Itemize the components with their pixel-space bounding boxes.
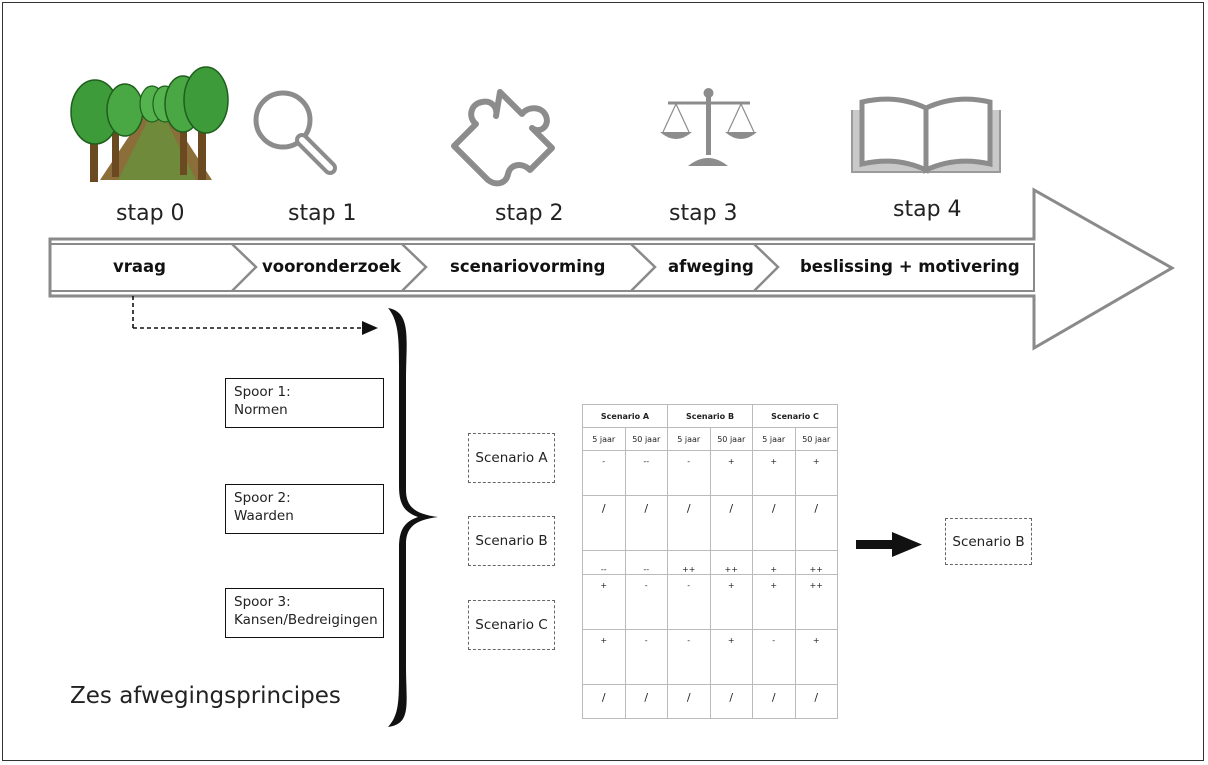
table-cell: / <box>582 684 626 719</box>
track-1-title: Spoor 1: <box>234 384 291 400</box>
phase-label-2: scenariovorming <box>450 257 606 276</box>
step-label-3: stap 3 <box>669 201 738 226</box>
puzzle-piece-icon <box>451 89 555 187</box>
result-box: Scenario B <box>945 518 1032 565</box>
table-cell: / <box>624 495 668 551</box>
track-box-1: Spoor 1: Normen <box>225 378 384 428</box>
balance-scale-icon <box>660 88 757 166</box>
tree-avenue-icon <box>70 66 229 182</box>
result-arrow <box>856 532 922 557</box>
process-arrow <box>48 187 1176 351</box>
step-label-2: stap 2 <box>495 201 564 226</box>
chevron-1 <box>231 243 258 292</box>
table-cell: / <box>794 684 838 719</box>
table-row: ----+++ <box>582 450 838 496</box>
curly-brace <box>388 308 438 727</box>
table-cell: / <box>624 684 668 719</box>
table-cell: + <box>709 450 753 496</box>
magnifier-icon <box>253 90 337 175</box>
table-cell: / <box>752 684 796 719</box>
scenario-box-c: Scenario C <box>468 600 555 650</box>
phase-label-3: afweging <box>668 257 754 276</box>
phase-band <box>49 243 1035 292</box>
table-cell: / <box>709 684 753 719</box>
table-cell: -- <box>582 550 626 575</box>
dashed-arrow <box>132 296 378 335</box>
table-cell: - <box>667 450 711 496</box>
table-cell: + <box>709 629 753 685</box>
table-cell: - <box>624 574 668 630</box>
table-row: ////// <box>582 684 838 719</box>
table-cell: + <box>582 574 626 630</box>
subheader-cell: 50 jaar <box>624 427 668 451</box>
track-box-2: Spoor 2: Waarden <box>225 484 384 534</box>
table-row: ////// <box>582 495 838 551</box>
subheader-cell: 5 jaar <box>582 427 626 451</box>
subheader-cell: 5 jaar <box>667 427 711 451</box>
table-header-b: Scenario B <box>667 404 753 428</box>
table-cell: + <box>794 629 838 685</box>
table-cell: + <box>582 629 626 685</box>
table-cell: ++ <box>794 574 838 630</box>
table-cell: - <box>752 629 796 685</box>
chevron-4 <box>753 243 780 292</box>
phase-label-1: vooronderzoek <box>262 257 401 276</box>
step-label-0: stap 0 <box>116 201 185 226</box>
table-cell: + <box>752 550 796 575</box>
open-book-icon <box>851 96 1001 174</box>
table-cell: - <box>582 450 626 496</box>
track-2-title: Spoor 2: <box>234 490 291 506</box>
track-box-3: Spoor 3: Kansen/Bedreigingen <box>225 588 384 638</box>
evaluation-table: Scenario A Scenario B Scenario C 5 jaar … <box>582 404 838 719</box>
scenario-box-a: Scenario A <box>468 433 555 483</box>
table-cell: -- <box>624 450 668 496</box>
table-cell: ++ <box>794 550 838 575</box>
step-label-4: stap 4 <box>893 197 962 222</box>
table-cell: - <box>624 629 668 685</box>
table-cell: -- <box>624 550 668 575</box>
table-header-row: Scenario A Scenario B Scenario C <box>582 404 838 428</box>
table-cell: ++ <box>709 550 753 575</box>
table-cell: / <box>752 495 796 551</box>
table-cell: ++ <box>667 550 711 575</box>
track-1-name: Normen <box>234 402 288 418</box>
table-row: +--+-+ <box>582 629 838 685</box>
scenario-box-b: Scenario B <box>468 516 555 566</box>
table-cell: / <box>667 684 711 719</box>
table-cell: + <box>752 450 796 496</box>
subheader-cell: 5 jaar <box>752 427 796 451</box>
table-cell: + <box>752 574 796 630</box>
table-cell: / <box>667 495 711 551</box>
track-3-name: Kansen/Bedreigingen <box>234 612 378 628</box>
table-cell: / <box>582 495 626 551</box>
chevron-2 <box>401 243 428 292</box>
table-row: ----+++++++ <box>582 550 838 575</box>
table-cell: / <box>709 495 753 551</box>
table-cell: - <box>667 629 711 685</box>
principles-label: Zes afwegingsprincipes <box>70 683 341 709</box>
phase-label-4: beslissing + motivering <box>800 257 1020 276</box>
subheader-cell: 50 jaar <box>794 427 838 451</box>
table-cell: / <box>794 495 838 551</box>
chevron-3 <box>630 243 657 292</box>
subheader-cell: 50 jaar <box>709 427 753 451</box>
phase-label-0: vraag <box>113 257 166 276</box>
table-cell: + <box>709 574 753 630</box>
track-3-title: Spoor 3: <box>234 594 291 610</box>
track-2-name: Waarden <box>234 508 294 524</box>
step-label-1: stap 1 <box>288 201 357 226</box>
table-header-a: Scenario A <box>582 404 668 428</box>
table-header-c: Scenario C <box>752 404 838 428</box>
table-row: +--++++ <box>582 574 838 630</box>
table-cell: + <box>794 450 838 496</box>
table-cell: - <box>667 574 711 630</box>
table-subheader-row: 5 jaar 50 jaar 5 jaar 50 jaar 5 jaar 50 … <box>582 427 838 451</box>
